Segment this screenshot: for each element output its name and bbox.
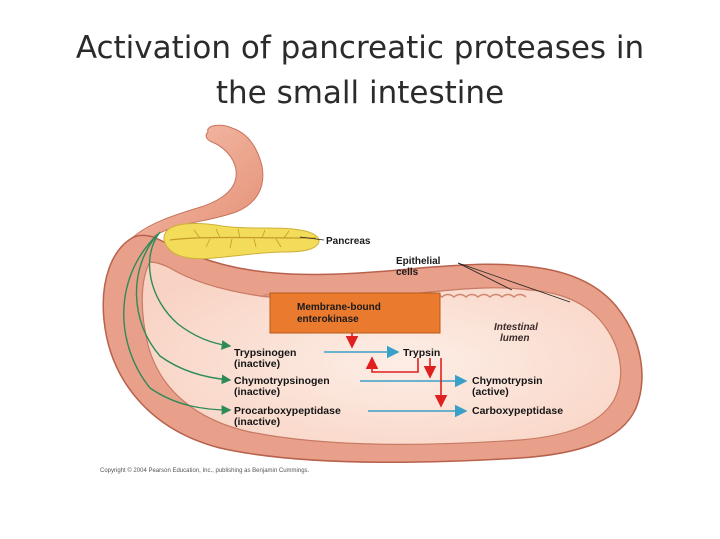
lumen-label-line2: lumen <box>500 333 529 344</box>
trypsinogen-state: (inactive) <box>234 358 280 370</box>
stomach <box>131 124 264 245</box>
carboxypeptidase-label: Carboxypeptidase <box>472 405 563 417</box>
enterokinase-label-line2: enterokinase <box>297 314 359 325</box>
copyright-notice: Copyright © 2004 Pearson Education, Inc.… <box>100 468 310 474</box>
duct-arrow-trypsinogen <box>148 231 232 350</box>
chymotrypsinogen-label: Chymotrypsinogen <box>234 375 330 387</box>
procarboxypeptidase-label: Procarboxypeptidase <box>234 405 341 417</box>
duct-arrow-chymotrypsinogen <box>135 233 232 385</box>
lumen-label-line1: Intestinal <box>494 322 538 333</box>
enterokinase-label-line1: Membrane-bound <box>297 302 381 313</box>
enterokinase-box <box>269 292 441 334</box>
pancreas-label: Pancreas <box>326 236 371 247</box>
procarboxypeptidase-state: (inactive) <box>234 416 280 428</box>
chymotrypsin-label: Chymotrypsin <box>472 375 543 387</box>
title-line-1: Activation of pancreatic proteases in <box>75 30 645 66</box>
chymotrypsin-state: (active) <box>472 386 509 398</box>
trypsinogen-label: Trypsinogen <box>234 347 296 359</box>
slide-title: Activation of pancreatic proteases in th… <box>0 26 720 116</box>
duct-arrow-procarboxypeptidase <box>123 235 232 415</box>
pancreas <box>163 223 320 260</box>
epithelial-label-line1: Epithelial <box>396 256 441 267</box>
chymotrypsinogen-state: (inactive) <box>234 386 280 398</box>
trypsin-autoactivation-arrow <box>365 356 419 373</box>
title-line-2: the small intestine <box>215 75 505 111</box>
intestinal-lumen <box>141 261 622 445</box>
trypsin-label: Trypsin <box>403 347 440 359</box>
epithelial-label-line2: cells <box>396 267 419 278</box>
